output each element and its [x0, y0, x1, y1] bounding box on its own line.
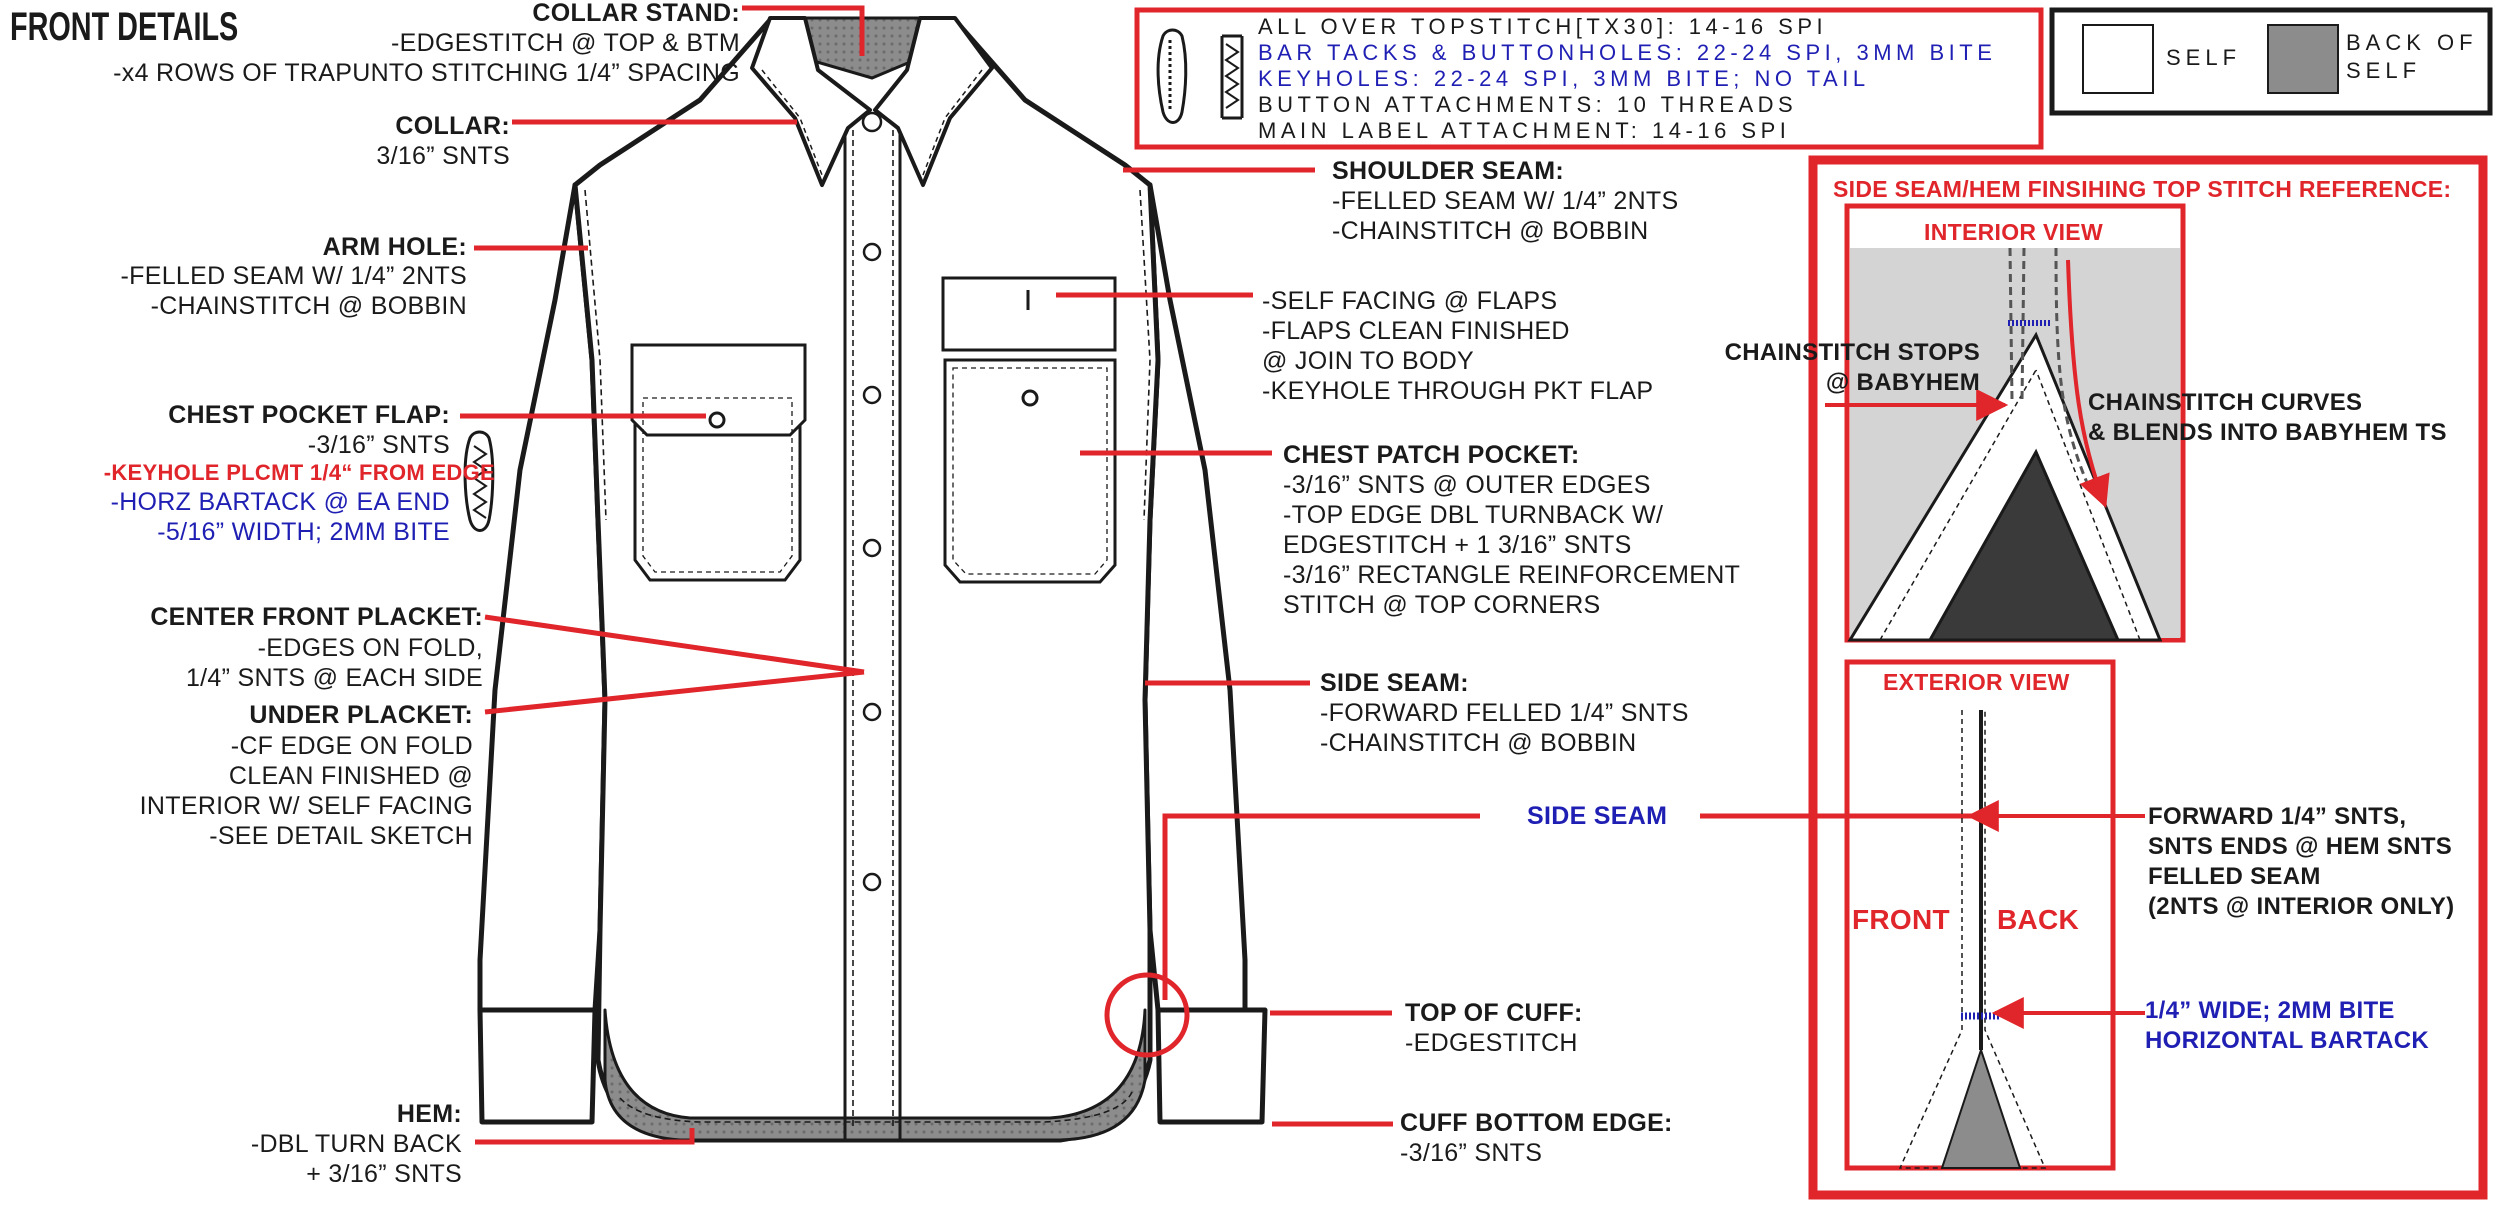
shoulder-seam-title: SHOULDER SEAM: [1332, 157, 1564, 185]
back-label: BACK [1997, 904, 2080, 935]
flap-facing-line-2: -FLAPS CLEAN FINISHED [1262, 317, 1570, 345]
arm-hole-line-2: -CHAINSTITCH @ BOBBIN [150, 292, 467, 320]
flap-facing-line-3: @ JOIN TO BODY [1262, 347, 1475, 375]
legend-box [2049, 7, 2493, 116]
chest-pocket-flap-line-1: -3/16” SNTS [307, 431, 450, 459]
shoulder-seam-line-2: -CHAINSTITCH @ BOBBIN [1332, 217, 1649, 245]
keyhole-buttonhole-icon [1156, 28, 1244, 124]
center-front-placket-title: CENTER FRONT PLACKET: [150, 603, 483, 631]
collar-title: COLLAR: [395, 112, 510, 140]
collar-stand-title: COLLAR STAND: [532, 0, 740, 27]
right-sleeve [1142, 182, 1268, 1125]
spi-box [1134, 7, 2044, 150]
collar-stand-line-2: -x4 ROWS OF TRAPUNTO STITCHING 1/4” SPAC… [113, 59, 740, 87]
placket-buttons [861, 111, 883, 892]
arm-hole-line-1: -FELLED SEAM W/ 1/4” 2NTS [120, 262, 467, 290]
center-front-placket-line-2: 1/4” SNTS @ EACH SIDE [185, 664, 483, 692]
chest-patch-pocket-line-2: -TOP EDGE DBL TURNBACK W/ [1283, 501, 1664, 529]
spi-line-3: KEYHOLES: 22-24 SPI, 3MM BITE; NO TAIL [1258, 66, 1870, 91]
side-seam-title: SIDE SEAM: [1320, 669, 1469, 697]
exterior-view-sketch [1898, 710, 2047, 1169]
hem-line-1: -DBL TURN BACK [250, 1130, 462, 1158]
collar [750, 16, 994, 187]
spi-line-4: BUTTON ATTACHMENTS: 10 THREADS [1258, 92, 1798, 117]
top-of-cuff-title: TOP OF CUFF: [1405, 999, 1583, 1027]
under-placket-line-3: INTERIOR W/ SELF FACING [139, 792, 473, 820]
side-seam-highlight [1104, 972, 1190, 1058]
bartack-note-line-1: 1/4” WIDE; 2MM BITE [2145, 997, 2395, 1024]
shoulder-seam-line-1: -FELLED SEAM W/ 1/4” 2NTS [1332, 187, 1679, 215]
bartack-line-1: -HORZ BARTACK @ EA END [110, 488, 450, 516]
forward-note-line-2: SNTS ENDS @ HEM SNTS [2148, 833, 2453, 860]
reference-panel [1808, 155, 2488, 1200]
collar-stand-line-1: -EDGESTITCH @ TOP & BTM [391, 29, 740, 57]
cuff-bottom-edge-line-1: -3/16” SNTS [1400, 1139, 1543, 1167]
flap-facing-line-1: -SELF FACING @ FLAPS [1262, 287, 1558, 315]
exterior-view-title: EXTERIOR VIEW [1883, 669, 2070, 695]
collar-line-1: 3/16” SNTS [376, 142, 510, 170]
keyhole-placement-note: -KEYHOLE PLCMT 1/4“ FROM EDGE [103, 460, 495, 485]
topstitch-lines [584, 130, 1151, 1130]
self-swatch [2082, 24, 2154, 94]
left-chest-pocket [630, 343, 807, 582]
chainstitch-curves-line-2: & BLENDS INTO BABYHEM TS [2088, 419, 2447, 446]
forward-note-line-1: FORWARD 1/4” SNTS, [2148, 803, 2407, 830]
front-label: FRONT [1852, 904, 1950, 935]
chest-patch-pocket-line-3: EDGESTITCH + 1 3/16” SNTS [1283, 531, 1632, 559]
hem-line-2: + 3/16” SNTS [306, 1160, 462, 1188]
side-seam-line-2: -CHAINSTITCH @ BOBBIN [1320, 729, 1637, 757]
under-placket-line-1: -CF EDGE ON FOLD [230, 732, 473, 760]
legend-self-label: SELF [2166, 45, 2242, 70]
page-title: FRONT DETAILS [10, 5, 239, 49]
bartack-note-line-2: HORIZONTAL BARTACK [2145, 1027, 2430, 1054]
cuff-bottom-edge-title: CUFF BOTTOM EDGE: [1400, 1109, 1673, 1137]
center-front-placket-line-1: -EDGES ON FOLD, [257, 634, 483, 662]
reference-title: SIDE SEAM/HEM FINSIHING TOP STITCH REFER… [1833, 176, 2452, 202]
chainstitch-curves-line-1: CHAINSTITCH CURVES [2088, 389, 2363, 416]
chest-patch-pocket-title: CHEST PATCH POCKET: [1283, 441, 1580, 469]
back-of-self-swatch [2267, 24, 2339, 94]
chest-patch-pocket-line-1: -3/16” SNTS @ OUTER EDGES [1283, 471, 1651, 499]
chest-patch-pocket-line-4: -3/16” RECTANGLE REINFORCEMENT [1283, 561, 1741, 589]
center-front-placket [843, 128, 902, 1140]
spi-line-5: MAIN LABEL ATTACHMENT: 14-16 SPI [1258, 118, 1791, 143]
spi-line-1: ALL OVER TOPSTITCH[TX30]: 14-16 SPI [1258, 14, 1828, 39]
right-chest-pocket [941, 276, 1117, 584]
under-placket-line-4: -SEE DETAIL SKETCH [209, 822, 473, 850]
arm-hole-title: ARM HOLE: [322, 233, 467, 261]
interior-view-title: INTERIOR VIEW [1924, 219, 2103, 245]
hem-title: HEM: [396, 1100, 462, 1128]
under-placket-line-2: CLEAN FINISHED @ [228, 762, 473, 790]
top-of-cuff-line-1: -EDGESTITCH [1405, 1029, 1578, 1057]
chainstitch-stops-line-2: @ BABYHEM [1825, 369, 1980, 396]
chest-pocket-flap-title: CHEST POCKET FLAP: [168, 401, 450, 429]
legend-back-of-self-label-1: BACK OF [2346, 30, 2478, 55]
flap-facing-line-4: -KEYHOLE THROUGH PKT FLAP [1262, 377, 1654, 405]
forward-note-line-4: (2NTS @ INTERIOR ONLY) [2148, 893, 2455, 920]
leader-lines [460, 5, 1973, 1145]
side-seam-line-1: -FORWARD FELLED 1/4” SNTS [1320, 699, 1689, 727]
side-seam-label: SIDE SEAM [1527, 802, 1668, 830]
legend-back-of-self-label-2: SELF [2346, 58, 2422, 83]
forward-note-line-3: FELLED SEAM [2148, 863, 2321, 890]
chainstitch-stops-line-1: CHAINSTITCH STOPS [1724, 339, 1980, 366]
spi-line-2: BAR TACKS & BUTTONHOLES: 22-24 SPI, 3MM … [1258, 40, 1997, 65]
chest-patch-pocket-line-5: STITCH @ TOP CORNERS [1283, 591, 1601, 619]
bartack-icon [463, 430, 495, 532]
bartack-line-2: -5/16” WIDTH; 2MM BITE [157, 518, 450, 546]
under-placket-title: UNDER PLACKET: [249, 701, 473, 729]
interior-view-sketch [1847, 247, 2180, 642]
